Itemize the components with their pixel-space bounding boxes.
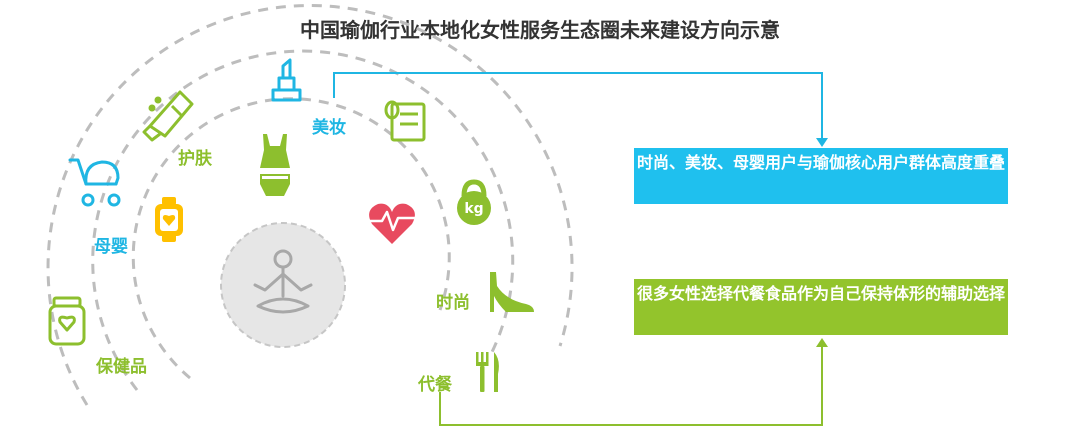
green-connector	[439, 338, 828, 426]
sports-outfit-icon	[260, 134, 290, 196]
yoga-mat-icon	[384, 100, 426, 142]
label-health-supplements: 保健品	[96, 357, 147, 377]
stroller-icon	[68, 158, 121, 207]
label-makeup: 美妆	[312, 118, 346, 138]
lipstick-icon	[271, 58, 302, 102]
diagram-title: 中国瑜伽行业本地化女性服务生态圈未来建设方向示意	[300, 18, 780, 42]
heartbeat-icon	[368, 203, 417, 244]
cream-tube-icon	[142, 90, 194, 142]
cutlery-icon	[476, 352, 499, 392]
supplement-jar-icon	[48, 296, 86, 346]
outer-ring	[46, 4, 574, 406]
ecosystem-rings	[46, 4, 574, 406]
yoga-meditation-icon	[220, 222, 346, 348]
overlap-callout-box: 时尚、美妆、母婴用户与瑜伽核心用户群体高度重叠	[634, 148, 1008, 204]
label-skincare: 护肤	[178, 149, 212, 169]
label-fashion: 时尚	[436, 293, 470, 313]
blue-connector	[333, 72, 828, 147]
kettlebell-weight-text: kg	[464, 201, 483, 217]
label-maternal: 母婴	[94, 237, 128, 257]
meal-replacement-callout-box: 很多女性选择代餐食品作为自己保持体形的辅助选择	[634, 279, 1008, 335]
smartwatch-heart-icon	[155, 197, 183, 242]
label-meal-replacement: 代餐	[418, 375, 452, 395]
inner-ring	[131, 97, 451, 380]
kettlebell-icon: kg	[457, 179, 491, 225]
high-heel-icon	[490, 272, 534, 312]
